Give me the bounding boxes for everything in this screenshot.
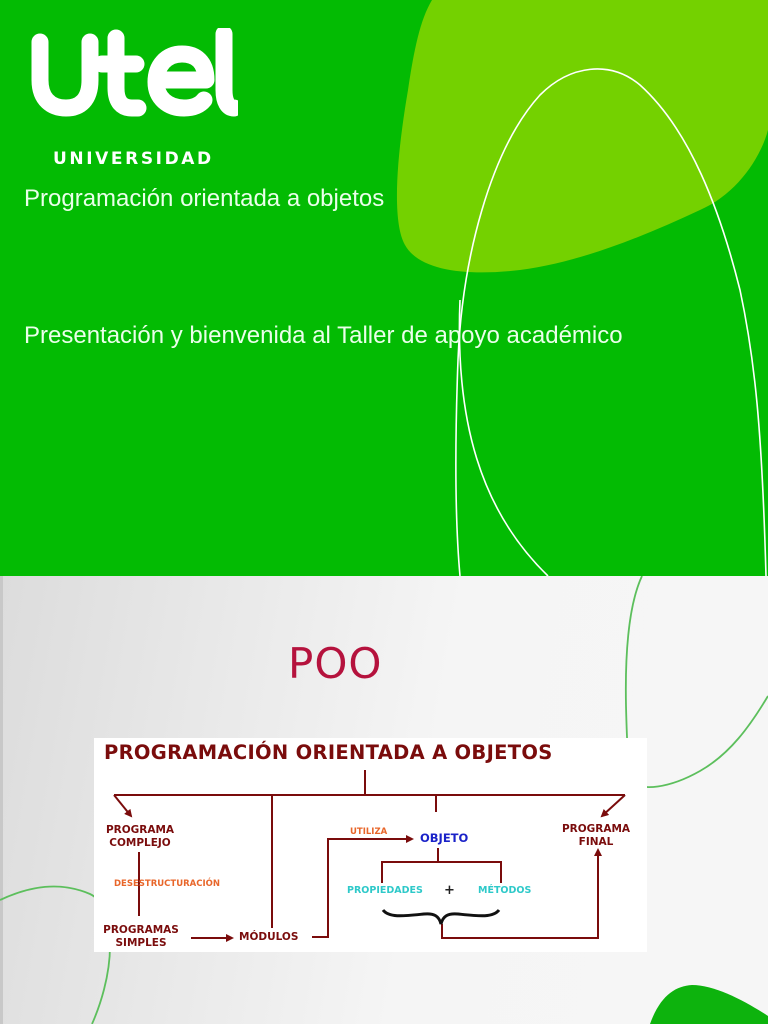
node-propiedades: PROPIEDADES [347, 885, 423, 896]
plus-sign: + [444, 883, 455, 898]
node-programas-simples: PROGRAMAS SIMPLES [98, 924, 184, 949]
node-line: PROGRAMAS [103, 924, 179, 936]
node-line: FINAL [578, 835, 614, 848]
white-curve-line [455, 68, 767, 576]
node-modulos: MÓDULOS [239, 931, 299, 943]
title-slide: UNIVERSIDAD Programación orientada a obj… [0, 0, 768, 576]
node-line: PROGRAMA [561, 823, 631, 835]
logo-subtitle: UNIVERSIDAD [53, 149, 214, 169]
green-blob-shape [650, 985, 768, 1024]
green-curve-line [624, 576, 768, 788]
poo-slide: POO [0, 576, 768, 1024]
utel-logo: UNIVERSIDAD [28, 28, 238, 169]
slide-edge [0, 576, 3, 1024]
background-decoration [396, 0, 768, 576]
utel-wordmark-icon [31, 28, 238, 117]
node-programa-complejo: PROGRAMA COMPLEJO [102, 824, 178, 849]
diagram-connectors [113, 770, 626, 942]
curly-brace-icon [381, 908, 501, 925]
node-metodos: MÉTODOS [478, 885, 532, 896]
diagram-title: PROGRAMACIÓN ORIENTADA A OBJETOS [104, 741, 553, 764]
label-desestructuracion: DESESTRUCTURACIÓN [114, 879, 220, 889]
node-objeto: OBJETO [420, 831, 469, 845]
label-utiliza: UTILIZA [350, 827, 388, 837]
lime-blob-shape [396, 0, 768, 273]
course-subtitle: Presentación y bienvenida al Taller de a… [24, 322, 623, 349]
node-line: PROGRAMA [105, 824, 175, 836]
node-line: SIMPLES [115, 936, 167, 949]
poo-concept-diagram: PROGRAMACIÓN ORIENTADA A OBJETOS PROGRAM… [94, 738, 647, 952]
course-title: Programación orientada a objetos [24, 185, 385, 212]
node-line: COMPLEJO [109, 836, 171, 849]
node-programa-final: PROGRAMA FINAL [556, 823, 636, 848]
slide-title: POO [288, 639, 383, 688]
